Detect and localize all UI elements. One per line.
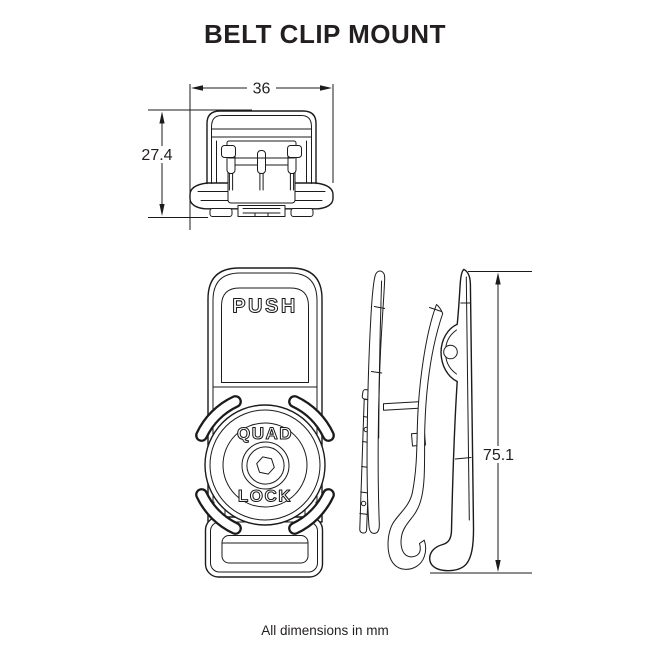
top-view-latch-bump: [287, 145, 302, 158]
depth-dimension-label: 27.4: [141, 147, 172, 164]
width-dimension-label: 36: [253, 81, 271, 98]
arrow-down-icon: [495, 560, 501, 572]
arrow-up-icon: [495, 272, 501, 285]
height-dimension-label: 75.1: [483, 447, 514, 464]
inner-arm-hook: [387, 304, 444, 570]
push-panel: [221, 287, 309, 383]
dimensions-note: All dimensions in mm: [261, 623, 389, 638]
latch-pivot-hole: [443, 344, 458, 360]
dimension-depth: 27.4: [136, 109, 252, 218]
top-view-latch-bump: [221, 145, 236, 158]
dimension-height: 75.1: [430, 271, 532, 574]
top-view-body-outline: [206, 110, 317, 185]
pivot-pin: [383, 401, 419, 411]
mount-ear-tabs: [195, 395, 335, 535]
front-view: PUSH: [195, 267, 335, 578]
extension-line: [148, 109, 252, 218]
clip-body-profile: [428, 268, 475, 572]
top-view-foot: [209, 208, 233, 217]
quad-lock-head: QUAD LOCK: [195, 395, 335, 535]
top-view: 36 27.4: [136, 79, 334, 230]
brand-word-top: QUAD: [237, 424, 293, 443]
dimension-width: 36: [189, 79, 334, 230]
extension-line: [189, 84, 334, 230]
push-label: PUSH: [232, 296, 298, 318]
page-title: BELT CLIP MOUNT: [204, 19, 446, 49]
arrow-left-icon: [191, 85, 203, 91]
top-view-foot: [290, 208, 314, 217]
arrow-up-icon: [159, 111, 165, 124]
extension-line: [430, 271, 532, 574]
side-view: 75.1: [359, 268, 532, 574]
hex-socket: [256, 456, 275, 475]
outer-spring-arm: [366, 270, 386, 534]
hub-ring: [241, 441, 290, 490]
arrow-down-icon: [159, 204, 165, 216]
arrow-right-icon: [320, 85, 332, 91]
brand-word-bottom: LOCK: [238, 487, 292, 506]
